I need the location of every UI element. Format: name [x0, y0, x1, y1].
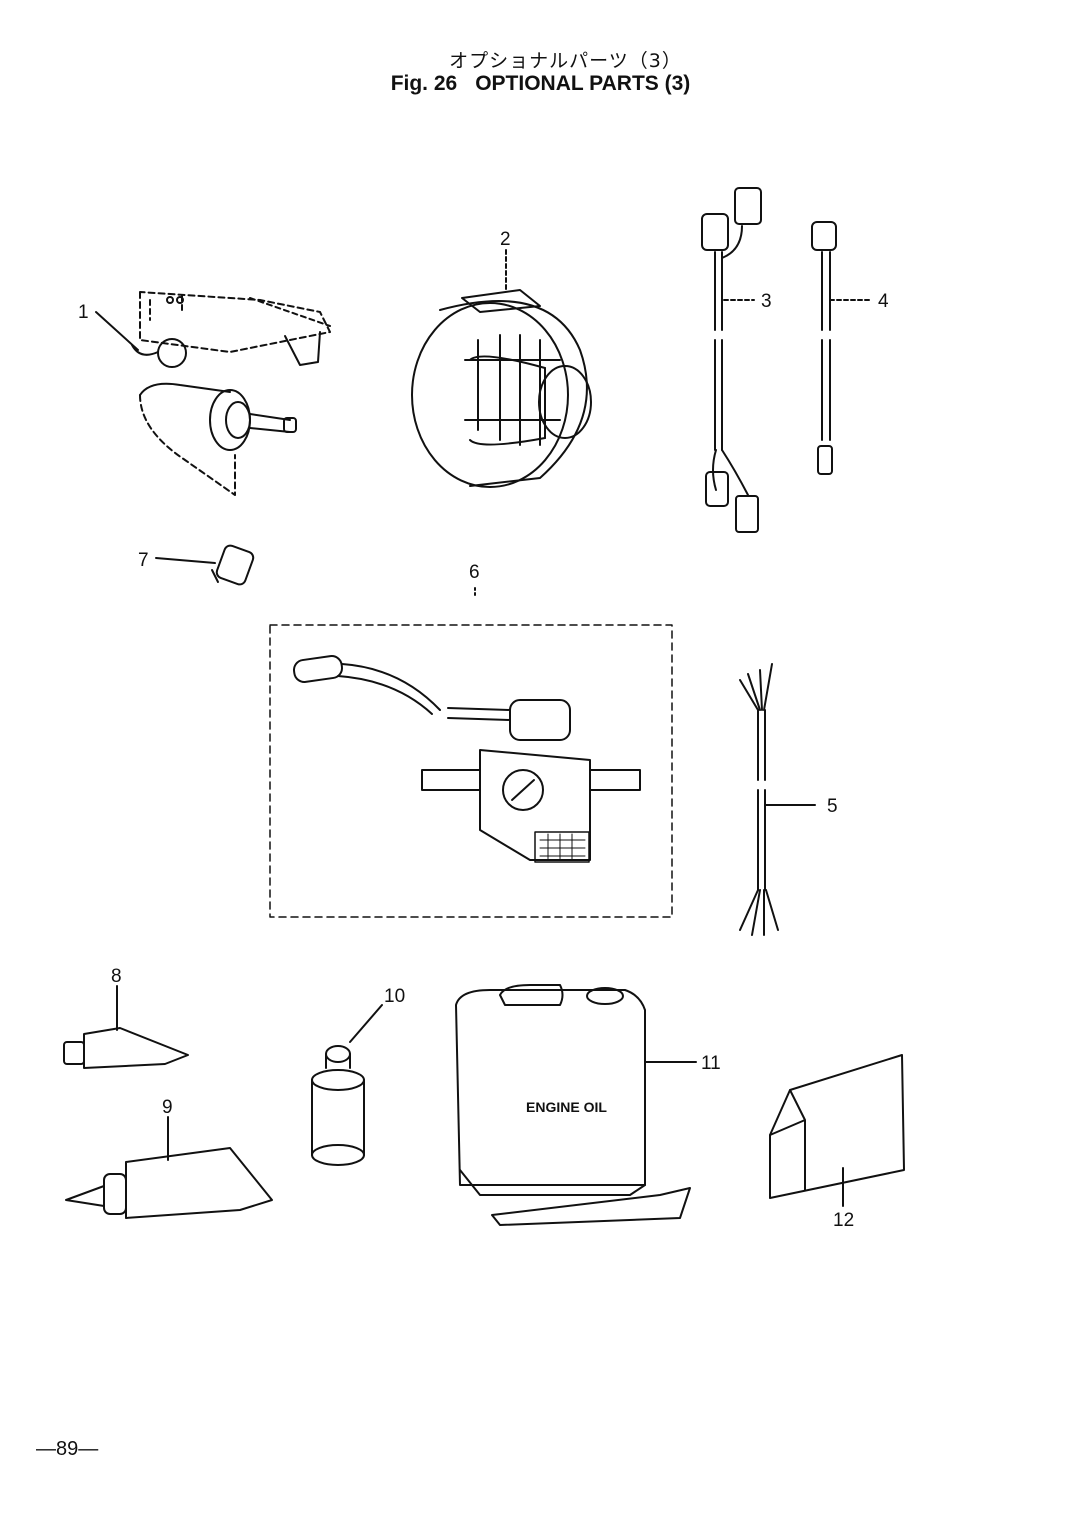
part-8-grease-tube	[63, 1027, 189, 1069]
part-5-wire-lead-multi	[739, 663, 779, 936]
callout-8: 8	[111, 966, 122, 987]
callout-3: 3	[761, 291, 772, 312]
figure-title-japanese: オプショナルパーツ（3）	[449, 50, 682, 72]
callout-2: 2	[500, 229, 511, 250]
leader-1	[95, 311, 139, 351]
figure-title-text: OPTIONAL PARTS (3)	[475, 72, 691, 95]
part-11-oil-container: ENGINE OIL	[455, 984, 691, 1226]
callout-11: 11	[701, 1053, 721, 1074]
callout-5: 5	[827, 796, 838, 817]
leader-10	[349, 1004, 383, 1043]
part-6-kit-box	[269, 624, 673, 918]
leader-7	[155, 557, 216, 564]
callout-1: 1	[78, 302, 89, 323]
callout-labels: 1 2 3 4 5 6 7 8 9 10 11 12	[78, 229, 889, 1231]
part-10-spray-can	[311, 1045, 365, 1166]
part-2-stator-ring	[411, 289, 592, 488]
page-number: —89—	[36, 1438, 99, 1460]
callout-6: 6	[469, 562, 480, 583]
part-7-stud-spacer	[211, 544, 255, 586]
part-12-parts-bag	[769, 1054, 905, 1199]
callout-7: 7	[138, 550, 149, 571]
part-6-fuel-pump	[292, 655, 641, 863]
part-4-wire-lead	[811, 221, 837, 475]
callout-9: 9	[162, 1097, 173, 1118]
callout-10: 10	[384, 986, 405, 1007]
part-9-sealant-tube	[65, 1147, 273, 1219]
part-3-wire-harness	[701, 187, 762, 533]
figure-label: Fig. 26	[390, 72, 458, 95]
container-label: ENGINE OIL	[526, 1099, 607, 1115]
callout-12: 12	[833, 1210, 854, 1231]
figure-title-english: Fig. 26 OPTIONAL PARTS (3)	[0, 72, 1081, 96]
part-1-lower-unit	[131, 291, 331, 496]
callout-4: 4	[878, 291, 889, 312]
